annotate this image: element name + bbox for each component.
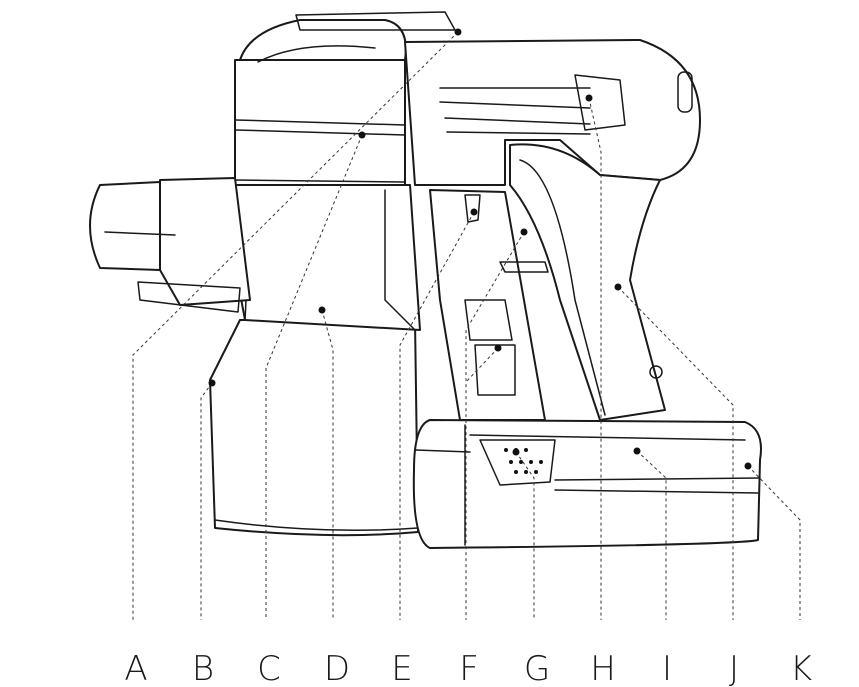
bin-middle — [231, 184, 421, 331]
label-c: C — [257, 649, 281, 687]
label-i: I — [662, 649, 672, 687]
leader-lines — [132, 28, 801, 620]
label-e: E — [391, 649, 412, 687]
battery-pack — [412, 419, 762, 549]
label-d: D — [324, 649, 350, 687]
inlet-nozzle — [89, 177, 251, 313]
label-b: B — [192, 649, 214, 687]
dust-bin — [209, 314, 419, 537]
trigger-area — [429, 189, 549, 421]
battery-indicator-dots — [504, 448, 543, 474]
label-h: H — [590, 649, 616, 687]
label-j: J — [729, 649, 739, 687]
label-g: G — [524, 649, 550, 687]
callout-labels: A B C D E F G H I J K — [124, 649, 812, 687]
label-a: A — [124, 649, 147, 687]
label-f: F — [459, 649, 479, 687]
label-k: K — [790, 649, 812, 687]
handle-grip — [509, 143, 666, 421]
